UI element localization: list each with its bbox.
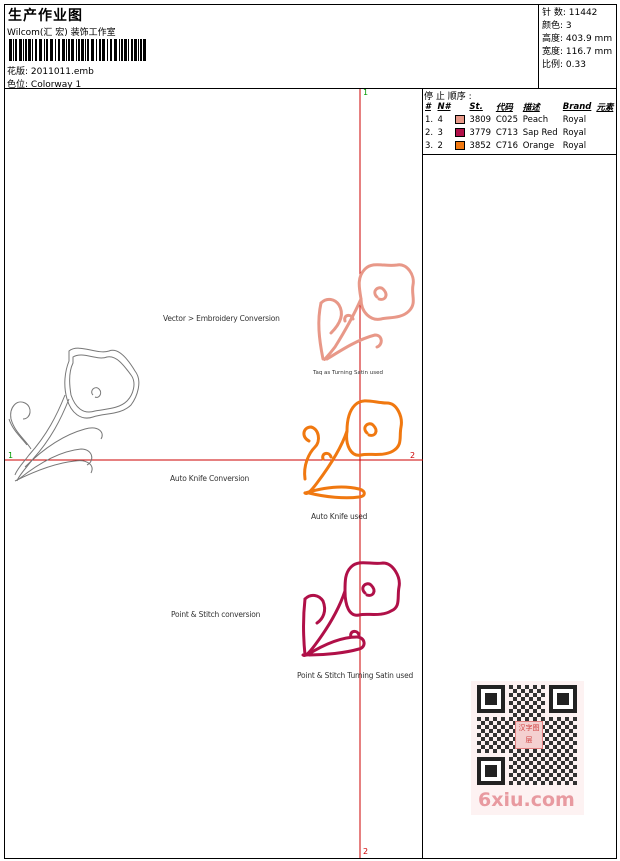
outline-flower (8, 347, 140, 482)
table-row: 3. 2 3852 C716 Orange Royal (425, 140, 587, 151)
col-desc: 描述 (522, 103, 540, 113)
table-header: # N# St. 代码 描述 Brand 元素 (423, 101, 616, 113)
design-value: 2011011.emb (30, 67, 94, 77)
axis-bottom-number: 2 (363, 847, 369, 856)
col-swatch (453, 101, 467, 113)
colorway-label: 色位: (7, 80, 29, 90)
design-label: 花版: (7, 67, 29, 77)
sapred-flower (301, 561, 401, 657)
colorway-value: Colorway 1 (30, 80, 82, 90)
swatch-icon (455, 140, 466, 150)
watermark-text: 6xiu.com (478, 789, 575, 811)
label-point-stitch-used: Point & Stitch Turning Satin used (297, 671, 414, 680)
col-brand: Brand (562, 102, 592, 112)
stop-sequence-title: 停 止 顺序 : (424, 92, 472, 102)
barcode-icon (9, 39, 146, 61)
swatch-icon (455, 127, 466, 137)
peach-flower (317, 263, 415, 361)
label-vector-conversion: Vector > Embroidery Conversion (163, 314, 280, 323)
axis-left-number: 1 (8, 451, 14, 460)
stop-sequence-table: # N# St. 代码 描述 Brand 元素 1. 4 3809 C025 (423, 101, 616, 152)
header-info: 生产作业图 Wilcom(汇 宏) 装饰工作室 花版: 2011011.emb … (5, 5, 539, 90)
stat-colors: 颜色: 3 (542, 21, 572, 31)
label-autoknife-used: Auto Knife used (311, 512, 368, 521)
colorway: 色位: Colorway 1 (7, 77, 81, 90)
page-frame (4, 4, 617, 859)
stat-scale: 比例: 0.33 (542, 60, 586, 70)
axis-top-number: 1 (363, 88, 369, 97)
swatch-icon (455, 114, 466, 124)
col-n: N# (437, 102, 451, 112)
stop-sequence-panel: 停 止 顺序 : # N# St. 代码 描述 Brand 元素 1. 4 (423, 89, 616, 858)
qr-code-watermark: 汉字图层 (471, 681, 584, 815)
col-code: 代码 (495, 103, 513, 113)
design-canvas: 1 2 1 2 Vector > Embroidery Conversion T… (5, 88, 423, 858)
orange-flower (302, 399, 403, 500)
label-turning-satin: Taq as Turning Satin used (313, 370, 383, 376)
label-point-stitch-conversion: Point & Stitch conversion (171, 610, 261, 619)
col-st: St. (469, 102, 483, 112)
stat-width: 宽度: 116.7 mm (542, 47, 613, 57)
qr-badge: 汉字图层 (515, 721, 543, 749)
studio-name: Wilcom(汇 宏) 装饰工作室 (7, 28, 116, 38)
label-autoknife-conversion: Auto Knife Conversion (170, 474, 250, 483)
stat-height: 高度: 403.9 mm (542, 34, 613, 44)
design-file: 花版: 2011011.emb (7, 64, 94, 77)
qr-code-icon (477, 685, 577, 785)
design-artwork (5, 89, 423, 858)
axis-right-number: 2 (410, 451, 416, 460)
col-element: 元素 (596, 103, 614, 113)
stat-stitches: 针 数: 11442 (542, 8, 598, 18)
table-row: 1. 4 3809 C025 Peach Royal (425, 114, 587, 125)
design-stats: 针 数: 11442 颜色: 3 高度: 403.9 mm 宽度: 116.7 … (539, 5, 616, 89)
table-row: 2. 3 3779 C713 Sap Red Royal (425, 127, 587, 138)
panel-divider (423, 154, 616, 155)
page-title: 生产作业图 (8, 8, 83, 24)
col-num: # (425, 102, 431, 112)
